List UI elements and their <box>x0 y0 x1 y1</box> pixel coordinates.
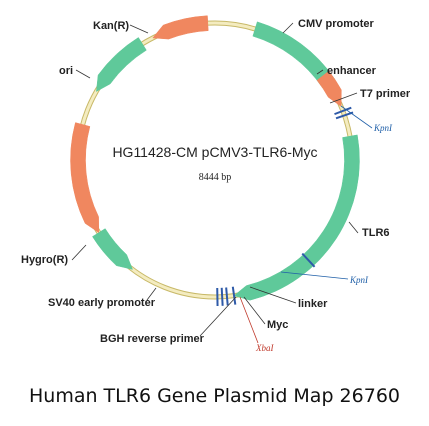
leader-tlr6 <box>348 221 359 234</box>
feature-arcs <box>70 15 360 301</box>
leader-kan <box>129 24 149 34</box>
label-sv40-early-promoter: SV40 early promoter <box>48 297 156 309</box>
plasmid-name: HG11428-CM pCMV3-TLR6-Myc <box>112 144 317 160</box>
arc-hygro <box>70 122 100 234</box>
arc-ori <box>96 37 147 92</box>
leader-linker <box>249 286 297 304</box>
label-myc: Myc <box>267 319 288 331</box>
tick-xbai <box>220 287 224 306</box>
leader-t7 <box>329 92 358 104</box>
figure-caption: Human TLR6 Gene Plasmid Map 26760 <box>28 385 400 407</box>
leader-cmv <box>282 22 294 34</box>
leader-xbai <box>239 296 259 344</box>
tick-t7-primer <box>334 106 352 116</box>
leader-myc <box>243 296 266 325</box>
site-kpni-top: KpnI <box>373 123 393 133</box>
tick-linker <box>231 286 237 305</box>
site-xbai: XbaI <box>255 343 274 353</box>
label-linker: linker <box>298 298 328 310</box>
tick-kpni-top <box>335 111 354 120</box>
leader-bgh <box>199 296 237 337</box>
label-hygro: Hygro(R) <box>21 254 68 266</box>
leader-kpni-bottom <box>280 271 349 280</box>
label-kan: Kan(R) <box>93 20 129 32</box>
arc-sv40-early-promoter <box>92 228 133 270</box>
leader-lines <box>71 22 373 344</box>
plasmid-size: 8444 bp <box>199 172 232 183</box>
label-cmv-promoter: CMV promoter <box>298 18 375 30</box>
arc-kan <box>152 15 209 40</box>
site-kpni-bottom: KpnI <box>349 275 369 285</box>
label-ori: ori <box>59 65 73 77</box>
label-bgh-reverse-primer: BGH reverse primer <box>100 333 205 345</box>
leader-enhancer <box>316 69 324 75</box>
leader-ori <box>75 69 91 79</box>
label-t7-primer: T7 primer <box>360 88 411 100</box>
label-tlr6: TLR6 <box>362 227 390 239</box>
leader-hygro <box>71 244 87 261</box>
leader-sv40 <box>146 287 157 301</box>
arc-enhancer <box>316 70 342 107</box>
tick-kpni-bottom <box>301 252 316 268</box>
tick-myc <box>225 287 229 306</box>
marker-ticks <box>216 106 354 306</box>
leader-kpni-top <box>340 105 373 129</box>
label-enhancer: enhancer <box>327 65 377 77</box>
